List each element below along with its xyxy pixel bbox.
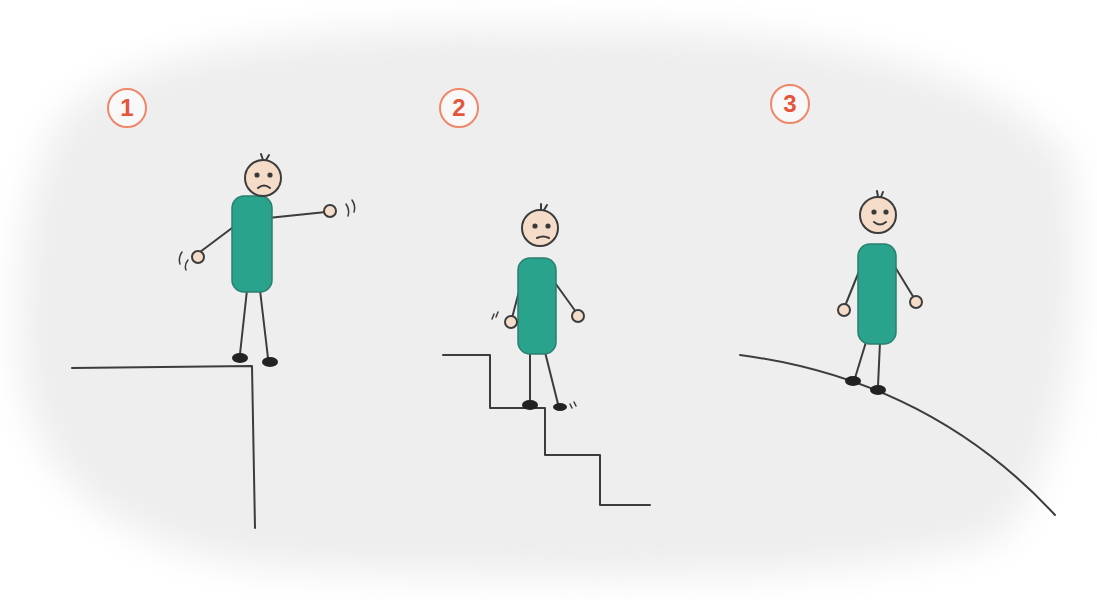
callout-circle: 3 — [769, 83, 811, 125]
leg — [545, 352, 558, 404]
leg — [240, 290, 247, 354]
hand — [910, 296, 922, 308]
background-wash — [19, 28, 1077, 579]
motion-mark — [492, 312, 498, 319]
background-blob — [19, 28, 1077, 579]
slope-scene — [740, 191, 1055, 515]
mouth — [874, 222, 886, 225]
arm — [268, 212, 326, 218]
hand — [192, 251, 204, 263]
callout-number: 3 — [769, 83, 811, 125]
body — [518, 258, 556, 354]
motion-mark — [179, 252, 188, 270]
body — [858, 244, 896, 344]
eye — [268, 173, 271, 176]
leg — [878, 342, 880, 386]
eye — [884, 210, 887, 213]
hand — [505, 316, 517, 328]
foot — [262, 357, 278, 367]
eye — [533, 224, 536, 227]
eye — [546, 224, 549, 227]
head — [245, 160, 281, 196]
cliff-edge — [72, 366, 255, 528]
callout-number: 1 — [106, 87, 148, 129]
callout-circle: 2 — [438, 87, 480, 129]
hair — [541, 204, 547, 210]
hair — [261, 154, 269, 160]
gentle-slope — [740, 355, 1055, 515]
callout-number: 2 — [438, 87, 480, 129]
hand — [838, 304, 850, 316]
callout-circle: 1 — [106, 87, 148, 129]
foot — [232, 353, 248, 363]
leg — [260, 290, 268, 358]
hand — [572, 310, 584, 322]
leg — [855, 342, 866, 378]
hand — [324, 205, 336, 217]
leg — [529, 352, 531, 402]
mouth — [258, 186, 270, 189]
stairs — [443, 355, 650, 505]
head — [860, 197, 896, 233]
foot — [553, 403, 567, 411]
body — [232, 196, 272, 292]
motion-mark — [570, 402, 576, 408]
foot — [870, 385, 886, 395]
eye — [255, 173, 258, 176]
foot — [522, 400, 538, 410]
cliff-scene — [72, 154, 355, 528]
motion-mark — [346, 200, 355, 216]
mouth — [537, 237, 549, 239]
eye — [872, 210, 875, 213]
hair — [877, 191, 883, 197]
stairs-scene — [443, 204, 650, 505]
foot — [845, 376, 861, 386]
head — [522, 210, 558, 246]
